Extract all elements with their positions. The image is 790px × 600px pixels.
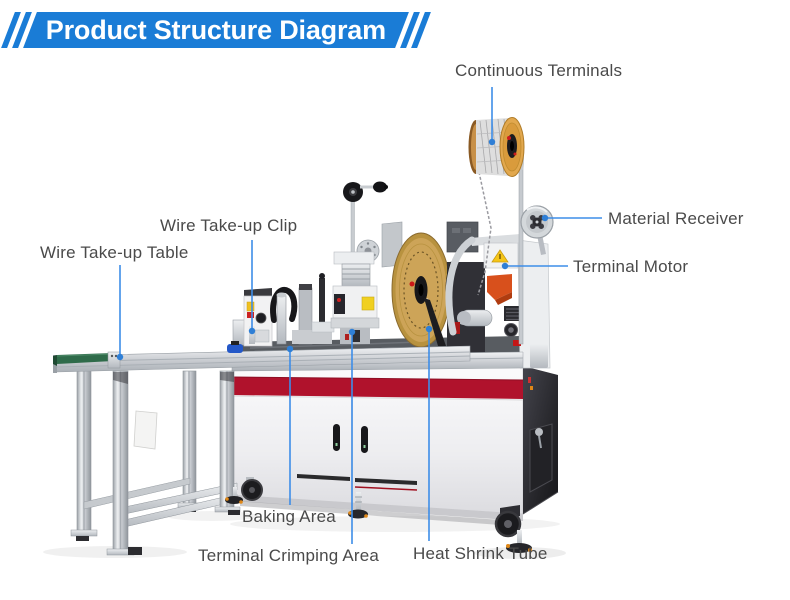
warning-sticker xyxy=(361,296,375,311)
callout-terminal-crimping-area: Terminal Crimping Area xyxy=(198,546,380,565)
callout-wire-takeup-clip: Wire Take-up Clip xyxy=(160,216,298,235)
cabinet-side-panel xyxy=(522,366,559,515)
hanging-panel xyxy=(133,410,158,450)
top-spool-assembly xyxy=(468,117,554,345)
warning-sticker xyxy=(246,301,255,312)
callout-continuous-terminals: Continuous Terminals xyxy=(455,61,623,80)
support-arm xyxy=(445,236,476,336)
wire-takeup-clip-module xyxy=(232,273,335,347)
wire-takeup-table-beam xyxy=(53,341,471,373)
door-handle xyxy=(361,426,368,453)
callout-material-receiver: Material Receiver xyxy=(608,209,744,228)
black-guide-arc xyxy=(270,286,298,323)
callout-wire-takeup-table: Wire Take-up Table xyxy=(40,243,189,262)
heat-shrink-tube-reel xyxy=(391,232,451,348)
table-front-frame xyxy=(106,370,241,556)
terminal-motor-module xyxy=(445,221,551,369)
callout-dots xyxy=(116,138,549,361)
blue-clamp xyxy=(227,344,243,353)
cabinet-feet xyxy=(225,477,532,553)
callout-lines xyxy=(119,87,602,544)
callout-baking-area: Baking Area xyxy=(242,507,336,526)
callout-heat-shrink-tube: Heat Shrink Tube xyxy=(413,544,548,563)
callout-terminal-motor: Terminal Motor xyxy=(573,257,689,276)
cabinet xyxy=(231,365,524,526)
door-handle xyxy=(333,424,340,451)
crimping-module xyxy=(330,181,403,344)
terminal-strip-feed xyxy=(424,298,446,346)
red-stripe xyxy=(232,377,523,399)
